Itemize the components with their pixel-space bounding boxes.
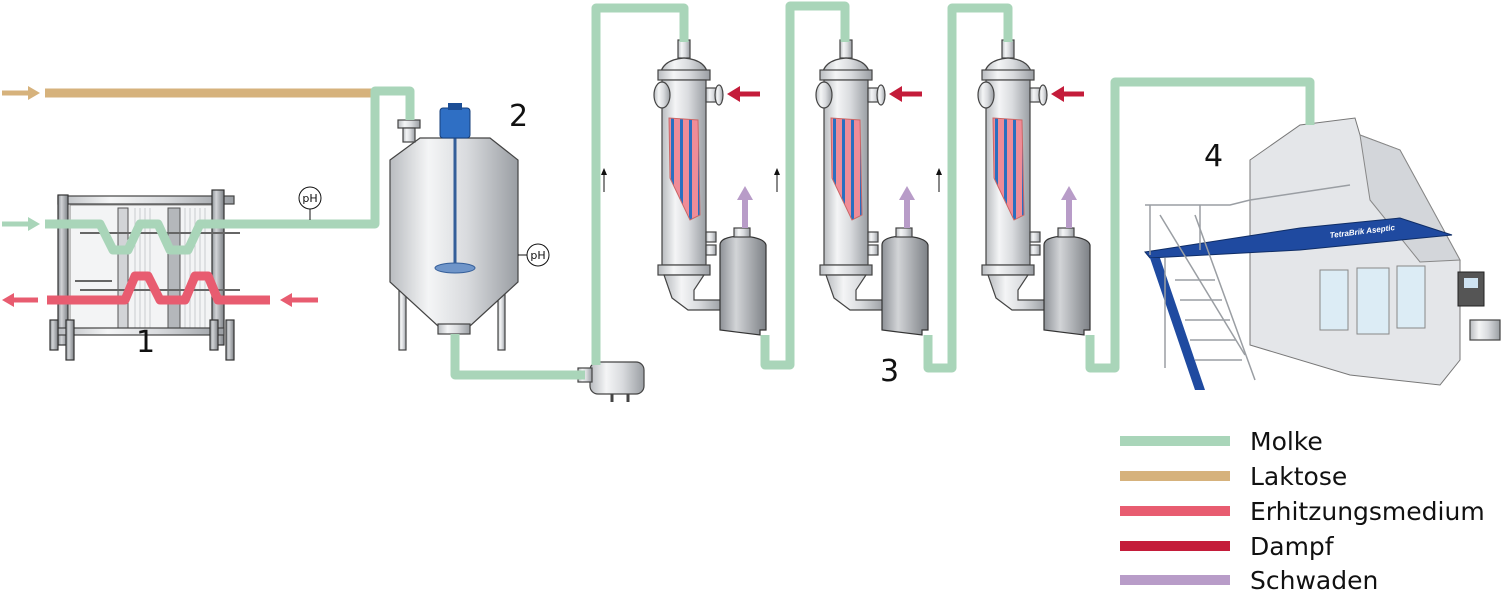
vapour-arrow-icon [899, 186, 915, 228]
heating-outlet-arrow-icon [2, 293, 14, 307]
legend-swatch [1120, 471, 1230, 481]
mixing-tank [389, 103, 519, 351]
legend-item-molke: Molke [1120, 427, 1323, 456]
evaporator-stage-1 [653, 39, 767, 336]
legend-label: Schwaden [1250, 566, 1378, 595]
station-number-3: 3 [880, 354, 899, 389]
molke-inlet-arrow-icon [28, 217, 40, 231]
legend: Molke Laktose Erhitzungsmedium Dampf Sch… [1120, 427, 1485, 595]
station-number-1: 1 [136, 325, 155, 360]
legend-item-laktose: Laktose [1120, 462, 1347, 491]
legend-swatch [1120, 575, 1230, 585]
vapour-arrow-icon [1061, 186, 1077, 228]
legend-item-erhitzungsmedium: Erhitzungsmedium [1120, 497, 1485, 526]
legend-swatch [1120, 541, 1230, 551]
ph-sensor: pH [518, 243, 550, 267]
steam-arrow-icon [889, 86, 922, 102]
flow-direction-arrow-icon [774, 168, 780, 192]
filling-machine: TetraBrik Aseptic [1144, 117, 1501, 390]
evaporator-stage-3 [977, 39, 1091, 336]
legend-swatch [1120, 506, 1230, 516]
centrifugal-pump [577, 361, 645, 402]
ph-sensor-label: pH [530, 249, 545, 262]
legend-label: Erhitzungsmedium [1250, 497, 1485, 526]
legend-label: Molke [1250, 427, 1323, 456]
flow-direction-arrow-icon [601, 168, 607, 192]
legend-swatch [1120, 436, 1230, 446]
heating-inlet-arrow-icon [280, 293, 292, 307]
station-number-4: 4 [1204, 139, 1223, 174]
vapour-arrow-icon [737, 186, 753, 228]
heating-medium-pipe [2, 271, 318, 307]
steam-arrow-icon [727, 86, 760, 102]
ph-sensor-label: pH [302, 192, 317, 205]
evaporator-stage-2 [815, 39, 929, 336]
flow-direction-arrow-icon [936, 168, 942, 192]
ph-sensor: pH [298, 186, 322, 220]
laktose-inlet-arrow-icon [28, 86, 40, 100]
legend-item-dampf: Dampf [1120, 532, 1335, 561]
laktose-pipe [2, 86, 375, 100]
molke-pipes [2, 1, 1315, 380]
station-number-2: 2 [509, 99, 528, 134]
legend-label: Dampf [1250, 532, 1335, 561]
steam-arrow-icon [1051, 86, 1084, 102]
legend-item-schwaden: Schwaden [1120, 566, 1378, 595]
legend-label: Laktose [1250, 462, 1347, 491]
